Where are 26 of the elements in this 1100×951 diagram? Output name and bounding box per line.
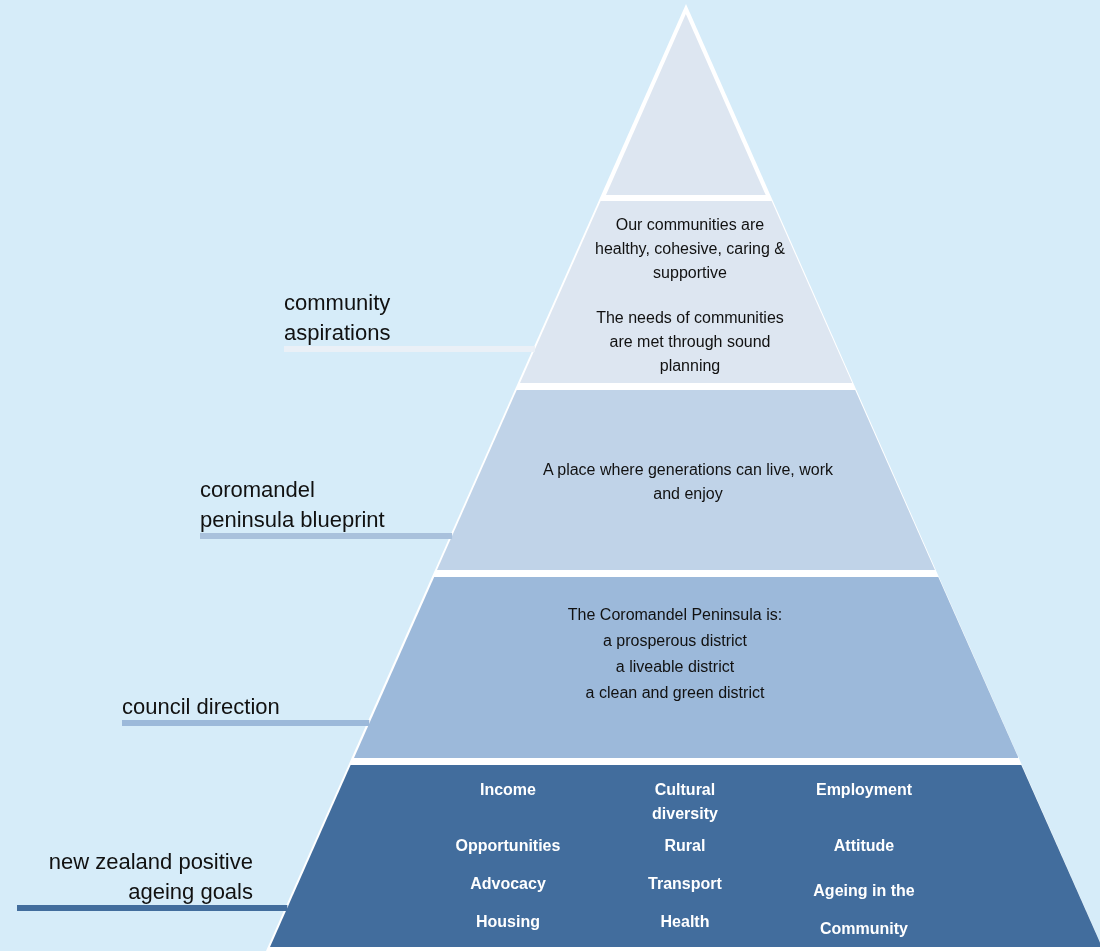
tier-text: a liveable district bbox=[614, 657, 736, 677]
tier-text: Our communities are healthy, cohesive, caring & supportive bbox=[594, 215, 786, 283]
tier-text: A place where generations can live, work and enjoy bbox=[542, 460, 834, 504]
tier-text: Advocacy bbox=[469, 874, 547, 894]
tier-text: Opportunities bbox=[454, 836, 562, 856]
leader-line bbox=[200, 533, 453, 539]
tier-text: Health bbox=[659, 912, 711, 932]
tier-text: Transport bbox=[647, 874, 723, 894]
tier-text: Cultural diversity bbox=[651, 780, 719, 824]
leader-line bbox=[17, 905, 288, 911]
tier-label: community aspirations bbox=[284, 288, 424, 348]
leader-line bbox=[284, 346, 535, 352]
tier-text: The needs of communities are met through sound planning bbox=[595, 308, 785, 376]
tier-label: coromandel peninsula blueprint bbox=[200, 475, 415, 535]
tier-text: Attitude bbox=[832, 836, 896, 856]
tier-text: Income bbox=[478, 780, 537, 800]
tier-text: a prosperous district bbox=[601, 631, 749, 651]
tier-text: a clean and green district bbox=[584, 683, 766, 703]
tier-label: council direction bbox=[122, 692, 342, 722]
tier-text: Housing bbox=[475, 912, 541, 932]
tier-text: The Coromandel Peninsula is: bbox=[566, 605, 784, 625]
tier-text: Ageing in the Community bbox=[812, 881, 916, 939]
leader-line bbox=[122, 720, 370, 726]
tier-text: Rural bbox=[663, 836, 707, 856]
tier-label: new zealand positive ageing goals bbox=[17, 847, 253, 907]
tier-text: Employment bbox=[814, 780, 913, 800]
